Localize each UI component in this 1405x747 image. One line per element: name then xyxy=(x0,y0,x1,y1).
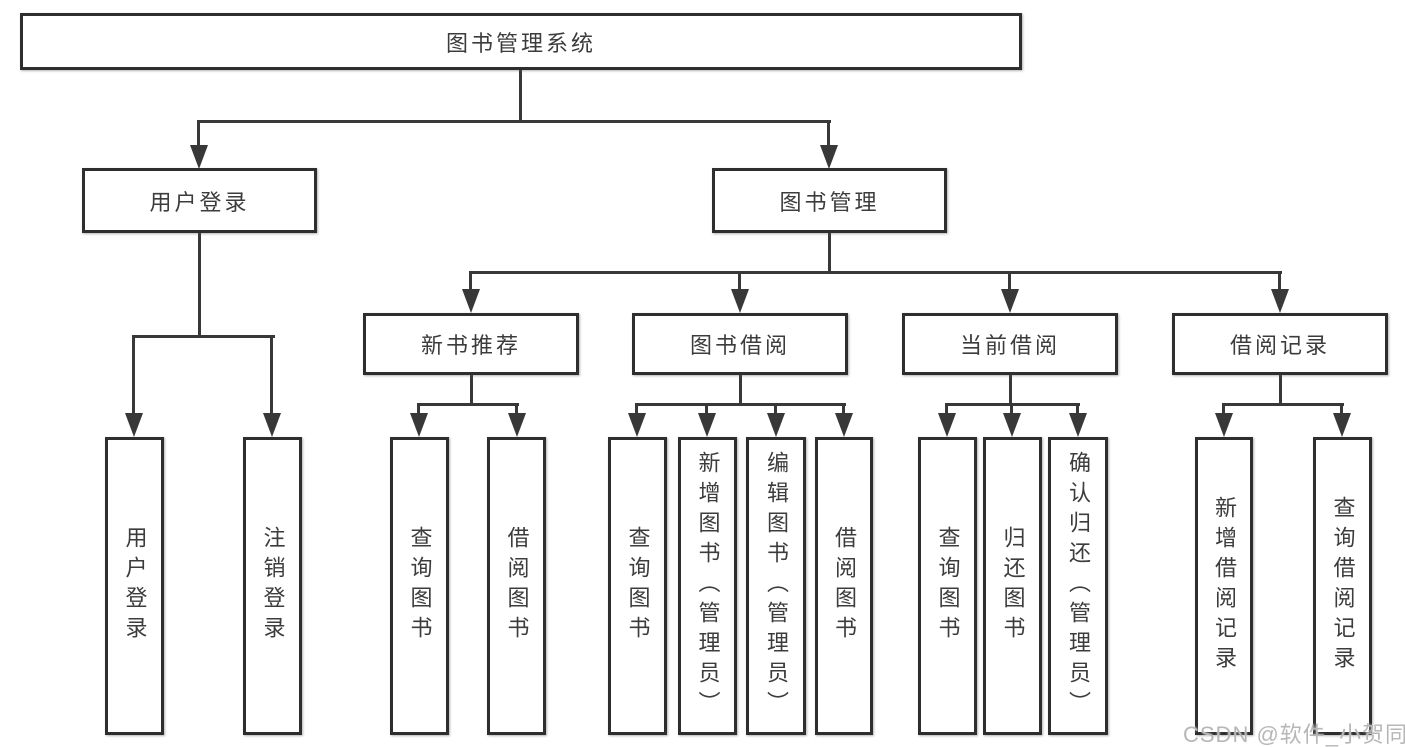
leaf-logout-label: 注销登录 xyxy=(260,526,286,646)
node-user-login-label: 用户登录 xyxy=(149,189,250,215)
arrow-to-cur-return xyxy=(1003,403,1021,437)
node-book-borrow-label: 图书借阅 xyxy=(689,333,790,358)
leaf-cur-return-books: 归还图书 xyxy=(983,437,1042,735)
arrow-to-book-mgmt xyxy=(820,120,838,169)
connector-borrow-record-branch xyxy=(1223,403,1344,406)
leaf-bor-add-books-label: 新增图书（管理员） xyxy=(695,451,721,721)
leaf-cur-query-books: 查询图书 xyxy=(918,437,977,735)
csdn-watermark: CSDN @软件_小贺同学 xyxy=(1183,722,1405,747)
connector-borrow-record-stub xyxy=(1279,375,1282,405)
connector-current-borrow-stub xyxy=(1009,375,1012,405)
arrow-to-log-query xyxy=(1333,403,1351,437)
connector-book-mgmt-stub xyxy=(828,233,831,273)
arrow-to-user-login xyxy=(190,120,208,169)
leaf-rec-borrow-books-label: 借阅图书 xyxy=(504,526,530,646)
arrow-to-bor-query xyxy=(628,403,646,437)
connector-new-book-rec-branch xyxy=(418,403,519,406)
leaf-cur-confirm-return-label: 确认归还（管理员） xyxy=(1066,451,1091,721)
arrow-to-new-book-rec xyxy=(462,271,480,313)
node-borrow-record-label: 借阅记录 xyxy=(1229,333,1330,358)
node-library-system-label: 图书管理系统 xyxy=(445,30,596,56)
arrow-to-bor-add xyxy=(698,403,716,437)
arrow-to-rec-borrow xyxy=(508,403,526,437)
arrow-to-book-borrow xyxy=(731,271,749,313)
connector-user-login-stub xyxy=(198,233,201,336)
arrow-to-leaf-logout xyxy=(263,335,281,437)
connector-current-borrow-branch xyxy=(946,403,1080,406)
arrow-to-cur-query xyxy=(938,403,956,437)
arrow-to-log-add xyxy=(1215,403,1233,437)
arrow-to-cur-confirm xyxy=(1069,403,1087,437)
leaf-log-add-record-label: 新增借阅记录 xyxy=(1212,496,1237,676)
leaf-user-login-label: 用户登录 xyxy=(122,526,148,646)
connector-book-borrow-branch xyxy=(636,403,846,406)
leaf-bor-add-books: 新增图书（管理员） xyxy=(678,437,737,735)
node-user-login: 用户登录 xyxy=(82,168,317,233)
node-book-mgmt: 图书管理 xyxy=(712,168,947,233)
leaf-bor-borrow-books: 借阅图书 xyxy=(815,437,873,735)
arrow-to-borrow-record xyxy=(1271,271,1289,313)
leaf-log-add-record: 新增借阅记录 xyxy=(1195,437,1253,735)
leaf-bor-query-books-label: 查询图书 xyxy=(625,526,651,646)
leaf-cur-query-books-label: 查询图书 xyxy=(935,526,961,646)
node-book-borrow: 图书借阅 xyxy=(632,313,848,375)
arrow-to-bor-edit xyxy=(767,403,785,437)
arrow-to-bor-borrow xyxy=(835,403,853,437)
leaf-log-query-record-label: 查询借阅记录 xyxy=(1330,496,1356,676)
node-new-book-rec-label: 新书推荐 xyxy=(420,333,521,358)
connector-root-branch xyxy=(197,120,831,123)
leaf-bor-borrow-books-label: 借阅图书 xyxy=(832,526,857,646)
leaf-log-query-record: 查询借阅记录 xyxy=(1313,437,1372,735)
node-current-borrow-label: 当前借阅 xyxy=(959,333,1060,358)
leaf-cur-confirm-return: 确认归还（管理员） xyxy=(1048,437,1108,735)
leaf-cur-return-books-label: 归还图书 xyxy=(1000,526,1026,646)
node-book-mgmt-label: 图书管理 xyxy=(779,189,880,215)
arrow-to-rec-query xyxy=(410,403,428,437)
node-library-system: 图书管理系统 xyxy=(20,13,1022,70)
leaf-rec-query-books-label: 查询图书 xyxy=(407,526,433,646)
connector-new-book-rec-stub xyxy=(470,375,473,405)
connector-root-stub xyxy=(519,70,522,121)
leaf-rec-query-books: 查询图书 xyxy=(390,437,449,735)
node-borrow-record: 借阅记录 xyxy=(1172,313,1388,375)
leaf-bor-query-books: 查询图书 xyxy=(608,437,667,735)
arrow-to-leaf-user-login xyxy=(125,335,143,437)
node-current-borrow: 当前借阅 xyxy=(902,313,1118,375)
node-new-book-rec: 新书推荐 xyxy=(363,313,579,375)
connector-book-mgmt-branch xyxy=(470,271,1282,274)
leaf-user-login: 用户登录 xyxy=(105,437,164,735)
leaf-bor-edit-books: 编辑图书（管理员） xyxy=(746,437,806,735)
arrow-to-current-borrow xyxy=(1001,271,1019,313)
leaf-logout: 注销登录 xyxy=(243,437,302,735)
leaf-bor-edit-books-label: 编辑图书（管理员） xyxy=(764,451,789,721)
connector-user-login-branch xyxy=(133,335,275,338)
leaf-rec-borrow-books: 借阅图书 xyxy=(487,437,546,735)
connector-book-borrow-stub xyxy=(739,375,742,405)
